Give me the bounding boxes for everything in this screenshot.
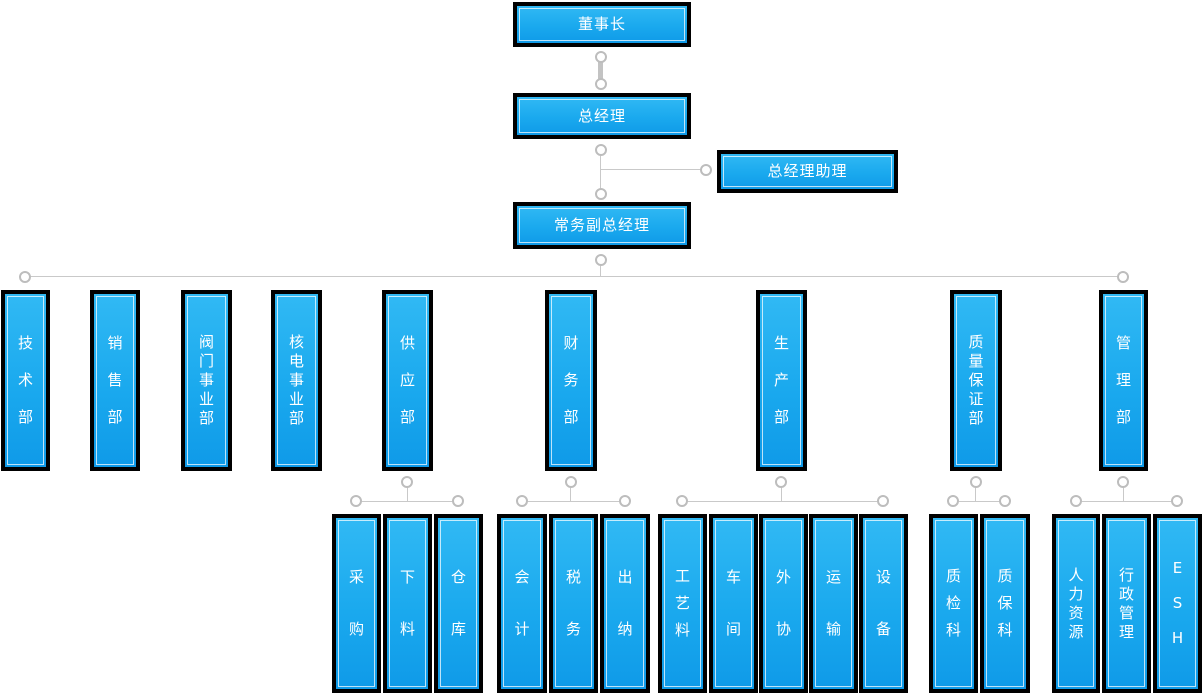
sub-transport-label: 运输 [825,568,841,638]
connector-dot [401,476,413,488]
connector-dot [595,254,607,266]
connector-dot [676,495,688,507]
sub-human-resources-label: 人力资源 [1068,565,1084,641]
sub-quality-inspection-label: 质检科 [945,567,961,639]
dept-finance-label: 财务部 [563,334,579,426]
sub-accounting: 会计 [497,514,547,693]
sub-equipment: 设备 [859,514,908,693]
connector-finance-rail [522,501,626,502]
sub-tax-label: 税务 [565,568,581,638]
connector-qa-drop [975,482,976,502]
sub-process-material: 工艺料 [658,514,707,693]
dept-supply-label: 供应部 [399,334,415,426]
sub-tax: 税务 [549,514,598,693]
dept-technology: 技术部 [1,290,50,471]
node-gm-assistant: 总经理助理 [717,150,898,193]
sub-material-cutting: 下料 [383,514,432,693]
dept-production: 生产部 [756,290,807,471]
connector-chairman-gm [598,57,603,84]
dept-valve-business-label: 阀门事业部 [198,333,214,427]
node-general-manager-label: 总经理 [577,106,626,125]
dept-supply: 供应部 [382,290,433,471]
connector-dot [595,188,607,200]
sub-warehouse-label: 仓库 [450,568,466,638]
dept-management-label: 管理部 [1115,334,1131,426]
node-gm-assistant-label: 总经理助理 [767,162,848,180]
connector-qa-rail [953,501,1006,502]
dept-technology-label: 技术部 [17,334,33,426]
node-deputy-gm: 常务副总经理 [513,202,691,249]
sub-process-material-label: 工艺料 [674,567,690,639]
sub-outsourcing-label: 外协 [775,568,791,638]
dept-nuclear-power-business: 核电事业部 [271,290,322,471]
connector-dot [619,495,631,507]
sub-human-resources: 人力资源 [1052,514,1100,693]
connector-dot [19,271,31,283]
connector-deputy-drop [600,260,601,277]
connector-dot [1171,495,1183,507]
connector-production-rail [682,501,883,502]
sub-quality-inspection: 质检科 [929,514,978,693]
dept-sales: 销售部 [90,290,140,471]
connector-dot [595,144,607,156]
sub-cashier-label: 出纳 [617,568,633,638]
sub-purchasing: 采购 [332,514,381,693]
connector-dot [700,164,712,176]
connector-dot [947,495,959,507]
connector-dot [452,495,464,507]
dept-quality-assurance-label: 质量保证部 [968,333,984,427]
node-chairman-label: 董事长 [577,15,626,33]
connector-dot [516,495,528,507]
connector-dot [1070,495,1082,507]
connector-dot [595,51,607,63]
node-chairman: 董事长 [513,2,691,47]
connector-supply-drop [407,482,408,502]
sub-material-cutting-label: 下料 [399,568,415,638]
dept-valve-business: 阀门事业部 [181,290,232,471]
sub-transport: 运输 [809,514,858,693]
connector-dot [565,476,577,488]
connector-dot [1117,271,1129,283]
connector-gm-assistant [601,169,706,170]
sub-equipment-label: 设备 [875,568,891,638]
dept-quality-assurance: 质量保证部 [950,290,1002,471]
sub-accounting-label: 会计 [514,568,530,638]
node-deputy-gm-label: 常务副总经理 [553,216,650,234]
connector-supply-rail [356,501,459,502]
connector-gm-deputy [600,150,601,194]
connector-finance-drop [570,482,571,502]
connector-dot [970,476,982,488]
connector-dot [350,495,362,507]
connector-management-rail [1076,501,1178,502]
sub-admin-management-label: 行政管理 [1118,565,1134,641]
sub-admin-management: 行政管理 [1102,514,1151,693]
connector-dot [877,495,889,507]
connector-dot [595,78,607,90]
dept-nuclear-power-business-label: 核电事业部 [288,333,304,427]
connector-dot [775,476,787,488]
sub-warehouse: 仓库 [434,514,483,693]
dept-sales-label: 销售部 [107,334,123,426]
connector-dot [1117,476,1129,488]
dept-management: 管理部 [1099,290,1148,471]
connector-main-rail [25,276,1123,277]
sub-workshop: 车间 [709,514,758,693]
node-general-manager: 总经理 [513,93,691,139]
sub-cashier: 出纳 [600,514,650,693]
sub-workshop-label: 车间 [725,568,741,638]
connector-production-drop [781,482,782,502]
sub-quality-assurance-section-label: 质保科 [997,567,1013,639]
sub-purchasing-label: 采购 [348,568,364,638]
sub-outsourcing: 外协 [759,514,808,693]
connector-dot [999,495,1011,507]
dept-production-label: 生产部 [773,334,789,426]
dept-finance: 财务部 [545,290,597,471]
sub-quality-assurance-section: 质保科 [980,514,1030,693]
connector-management-drop [1123,482,1124,502]
